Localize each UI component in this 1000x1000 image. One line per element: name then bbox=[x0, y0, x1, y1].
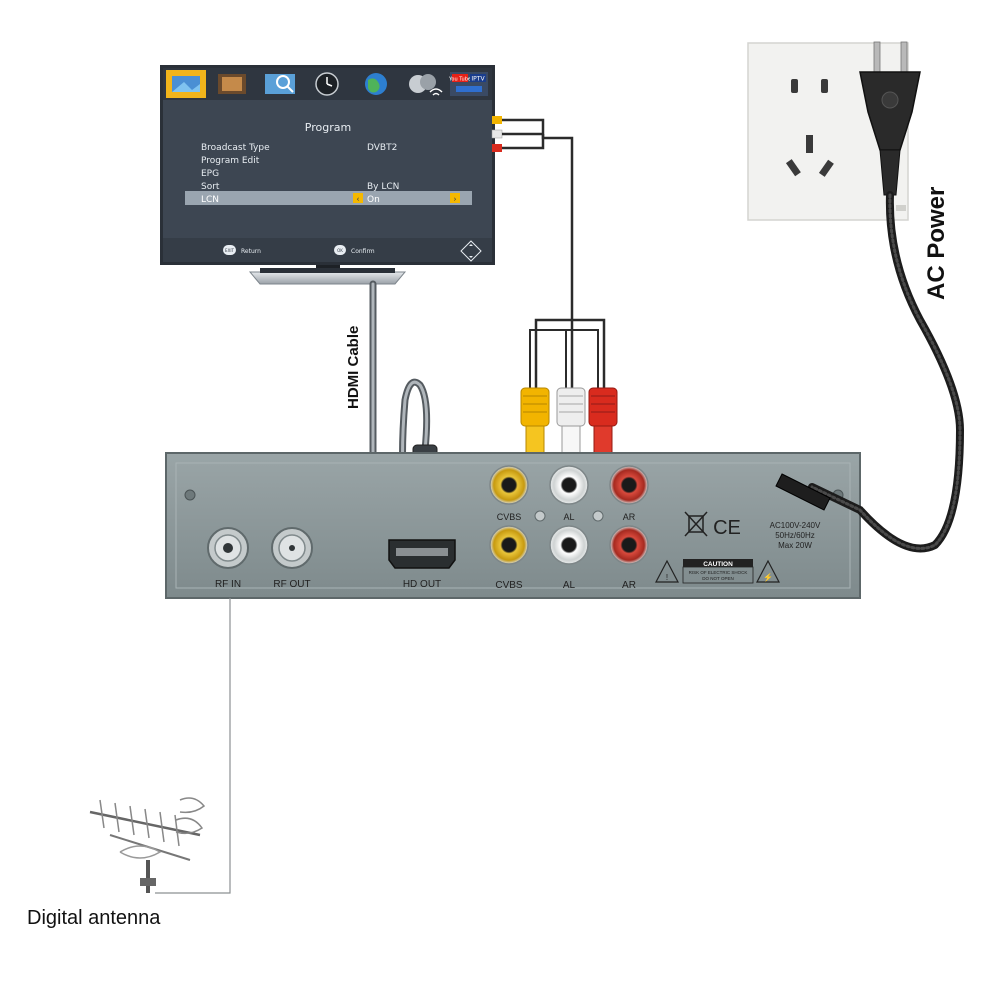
hd-out-label: HD OUT bbox=[403, 579, 441, 590]
screw-icon bbox=[184, 489, 196, 501]
rating-line-1: AC100V-240V bbox=[770, 521, 821, 530]
set-top-box-panel: RF IN RF OUT HD OUT CVBS AL AR bbox=[165, 452, 861, 599]
osd-footer: EXIT Return OK Confirm bbox=[223, 240, 482, 262]
exit-key-icon bbox=[223, 245, 236, 255]
caution-label: ! CAUTION RISK OF ELECTRIC SHOCK DO NOT … bbox=[655, 559, 780, 584]
rf-out-port[interactable] bbox=[271, 527, 313, 569]
power-cord bbox=[775, 191, 965, 553]
svg-text:‹: ‹ bbox=[356, 195, 359, 204]
caution-line-2: DO NOT OPEN bbox=[702, 576, 733, 581]
ce-mark: CE bbox=[713, 517, 741, 539]
caution-line-1: RISK OF ELECTRIC SHOCK bbox=[689, 570, 748, 575]
osd-icon-bar: You Tube IPTV bbox=[166, 70, 488, 98]
shock-warning-icon bbox=[756, 559, 780, 583]
hdmi-cable-label: HDMI Cable bbox=[345, 326, 362, 409]
al-top-jack[interactable] bbox=[549, 465, 589, 505]
osd-highlight-row bbox=[185, 191, 472, 205]
direction-pad-icon bbox=[460, 240, 482, 262]
tv-screen: You Tube IPTV Program Broadcast Type DVB… bbox=[160, 65, 495, 265]
osd-menu-list: Broadcast Type DVBT2 Program Edit EPG So… bbox=[201, 143, 460, 205]
digital-antenna-icon bbox=[89, 797, 206, 893]
power-plug bbox=[859, 41, 921, 196]
al-top-label: AL bbox=[563, 512, 574, 522]
clock-icon bbox=[315, 72, 339, 96]
iptv-label: IPTV bbox=[471, 76, 485, 83]
al-bottom-jack[interactable] bbox=[549, 525, 589, 565]
chevron-left-icon[interactable] bbox=[353, 193, 363, 203]
svg-text:EXIT: EXIT bbox=[225, 248, 234, 253]
osd-item-value: DVBT2 bbox=[367, 143, 397, 153]
youtube-label: You Tube bbox=[448, 77, 471, 83]
ar-top-label: AR bbox=[623, 512, 636, 522]
svg-text:!: ! bbox=[666, 573, 668, 582]
globe-icon bbox=[365, 73, 387, 95]
ar-bottom-jack[interactable] bbox=[609, 525, 649, 565]
caution-title: CAUTION bbox=[703, 561, 733, 568]
osd-item-value: By LCN bbox=[367, 182, 399, 192]
confirm-label: Confirm bbox=[351, 248, 375, 255]
osd-title: Program bbox=[305, 121, 351, 134]
ar-top-jack[interactable] bbox=[609, 465, 649, 505]
cvbs-top-jack[interactable] bbox=[489, 465, 529, 505]
warning-icon bbox=[655, 559, 679, 583]
search-icon bbox=[265, 74, 295, 94]
ac-power-label: AC Power bbox=[923, 187, 950, 300]
chevron-right-icon[interactable] bbox=[450, 193, 460, 203]
osd-item-label[interactable]: Sort bbox=[201, 182, 220, 192]
rca-cable bbox=[502, 118, 606, 395]
ar-bottom-label: AR bbox=[622, 580, 636, 591]
osd-item-value: On bbox=[367, 195, 380, 205]
tv-av-inputs bbox=[491, 116, 503, 152]
weee-bin-icon bbox=[684, 511, 708, 537]
rf-in-port[interactable] bbox=[207, 527, 249, 569]
ok-key-icon bbox=[334, 245, 346, 255]
svg-text:›: › bbox=[453, 195, 456, 204]
cvbs-bottom-jack[interactable] bbox=[489, 525, 529, 565]
cvbs-bottom-label: CVBS bbox=[495, 580, 523, 591]
screw-icon bbox=[534, 510, 546, 522]
osd-item-label[interactable]: Program Edit bbox=[201, 156, 260, 166]
rf-in-label: RF IN bbox=[215, 579, 241, 590]
return-label: Return bbox=[241, 248, 261, 255]
rf-out-label: RF OUT bbox=[273, 579, 310, 590]
youtube-iptv-icon: You Tube IPTV bbox=[448, 72, 488, 96]
rating-line-3: Max 20W bbox=[778, 541, 812, 550]
cvbs-top-label: CVBS bbox=[497, 512, 522, 522]
svg-text:OK: OK bbox=[337, 248, 343, 253]
screw-icon bbox=[592, 510, 604, 522]
antenna-cable bbox=[155, 598, 231, 894]
al-bottom-label: AL bbox=[563, 580, 576, 591]
media-wifi-icon bbox=[409, 74, 443, 96]
photo-icon bbox=[218, 74, 246, 94]
hd-out-port[interactable] bbox=[388, 539, 456, 569]
rca-plug-white bbox=[556, 387, 586, 472]
digital-antenna-label: Digital antenna bbox=[27, 907, 161, 929]
svg-text:⚡: ⚡ bbox=[763, 572, 773, 582]
rating-line-2: 50Hz/60Hz bbox=[775, 531, 815, 540]
osd-item-label[interactable]: EPG bbox=[201, 169, 219, 179]
tv-stand bbox=[248, 265, 407, 285]
osd-item-label[interactable]: LCN bbox=[201, 195, 219, 205]
osd-item-label[interactable]: Broadcast Type bbox=[201, 143, 270, 153]
